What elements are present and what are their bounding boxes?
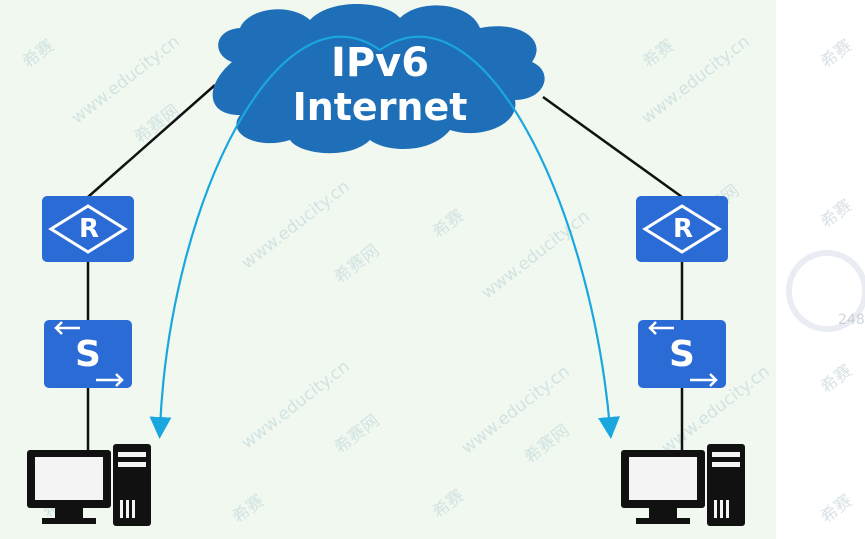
switch-box xyxy=(638,320,726,388)
left-switch-label: S xyxy=(75,334,101,375)
traffic-arrow-right xyxy=(379,35,620,439)
diagram-canvas: 希赛 www.educity.cn 希赛网 www.educity.cn 希赛网… xyxy=(0,0,776,539)
switch-box xyxy=(44,320,132,388)
monitor-base xyxy=(636,518,690,524)
left-switch xyxy=(44,320,132,388)
router-diamond-icon xyxy=(48,204,128,254)
right-pc xyxy=(621,444,745,526)
switch-right-arrow-icon xyxy=(96,373,124,387)
left-pc xyxy=(27,444,151,526)
cloud-title-line1: IPv6 xyxy=(330,40,430,86)
drive-slot xyxy=(712,452,740,457)
link-cloud-right-router xyxy=(542,95,683,199)
monitor-screen xyxy=(629,457,697,500)
side-ghost-logo xyxy=(786,250,865,332)
ipv6-internet-cloud xyxy=(212,4,545,154)
drive-slot xyxy=(712,462,740,467)
link-cloud-left-router xyxy=(87,84,216,198)
router-diamond-icon xyxy=(642,204,722,254)
cloud-title-line2: Internet xyxy=(292,85,468,129)
side-faded-number: 248 xyxy=(838,312,865,328)
traffic-arrow-left xyxy=(149,35,381,439)
vent-slot xyxy=(132,500,135,518)
side-watermark-logo: 希赛 xyxy=(816,196,857,233)
side-watermark-logo: 希赛 xyxy=(816,36,857,73)
router-box xyxy=(42,196,134,262)
network-diagram xyxy=(27,4,745,526)
switch-right-arrow-icon xyxy=(690,373,718,387)
vent-slot xyxy=(726,500,729,518)
monitor-base xyxy=(42,518,96,524)
right-router xyxy=(636,196,728,262)
monitor-stand xyxy=(649,508,677,518)
monitor-stand xyxy=(55,508,83,518)
switch-left-arrow-icon xyxy=(54,321,80,335)
drive-slot xyxy=(118,462,146,467)
vent-slot xyxy=(714,500,717,518)
right-router-label: R xyxy=(672,214,694,244)
side-watermark-logo: 希赛 xyxy=(816,491,857,528)
left-router-label: R xyxy=(78,214,100,244)
switch-left-arrow-icon xyxy=(648,321,674,335)
right-switch xyxy=(638,320,726,388)
vent-slot xyxy=(120,500,123,518)
left-router xyxy=(42,196,134,262)
right-switch-label: S xyxy=(669,334,695,375)
router-box xyxy=(636,196,728,262)
drive-slot xyxy=(118,452,146,457)
vent-slot xyxy=(126,500,129,518)
vent-slot xyxy=(720,500,723,518)
side-watermark-logo: 希赛 xyxy=(816,361,857,398)
monitor-screen xyxy=(35,457,103,500)
